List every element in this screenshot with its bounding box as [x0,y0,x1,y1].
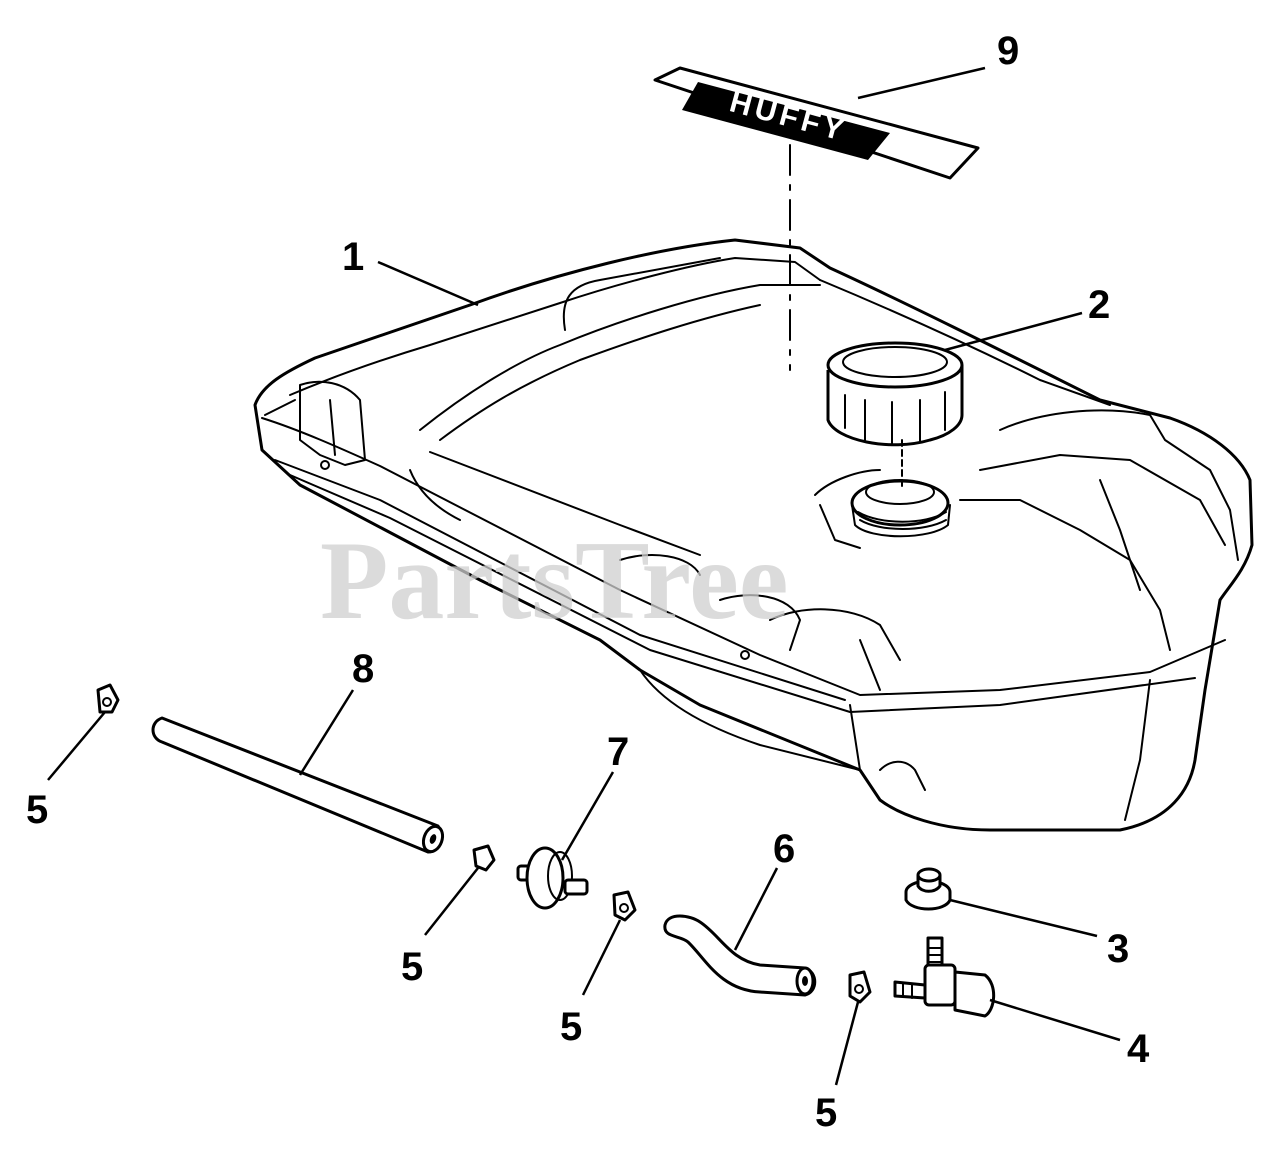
callout-9: 9 [997,29,1019,73]
shutoff-valve [893,936,996,1018]
fuel-filter [516,846,589,910]
callout-5: 5 [401,945,423,989]
callout-6: 6 [773,827,795,871]
callout-5: 5 [815,1091,837,1135]
callout-5: 5 [560,1005,582,1049]
watermark: PartsTree [320,519,789,643]
hose-clamp-3 [612,890,637,922]
callout-7: 7 [607,730,629,774]
grommet [904,867,952,911]
callout-4: 4 [1127,1027,1150,1071]
leader-lines [47,66,1121,1086]
fuel-line-short [663,914,817,997]
callout-3: 3 [1107,927,1129,971]
callout-2: 2 [1088,283,1110,327]
hose-clamp-4 [848,970,872,1004]
hose-clamp-2 [472,844,496,872]
fuel-line-long [151,716,445,854]
fuel-cap [826,341,964,491]
fuel-tank [253,238,1254,832]
callout-8: 8 [352,647,374,691]
callout-1: 1 [342,235,364,279]
decal-text: HUFFY [726,85,850,148]
hose-clamp-1 [96,683,120,714]
callout-5: 5 [26,788,48,832]
callouts: 9 1 2 8 7 6 3 4 5 5 5 5 [26,29,1150,1135]
